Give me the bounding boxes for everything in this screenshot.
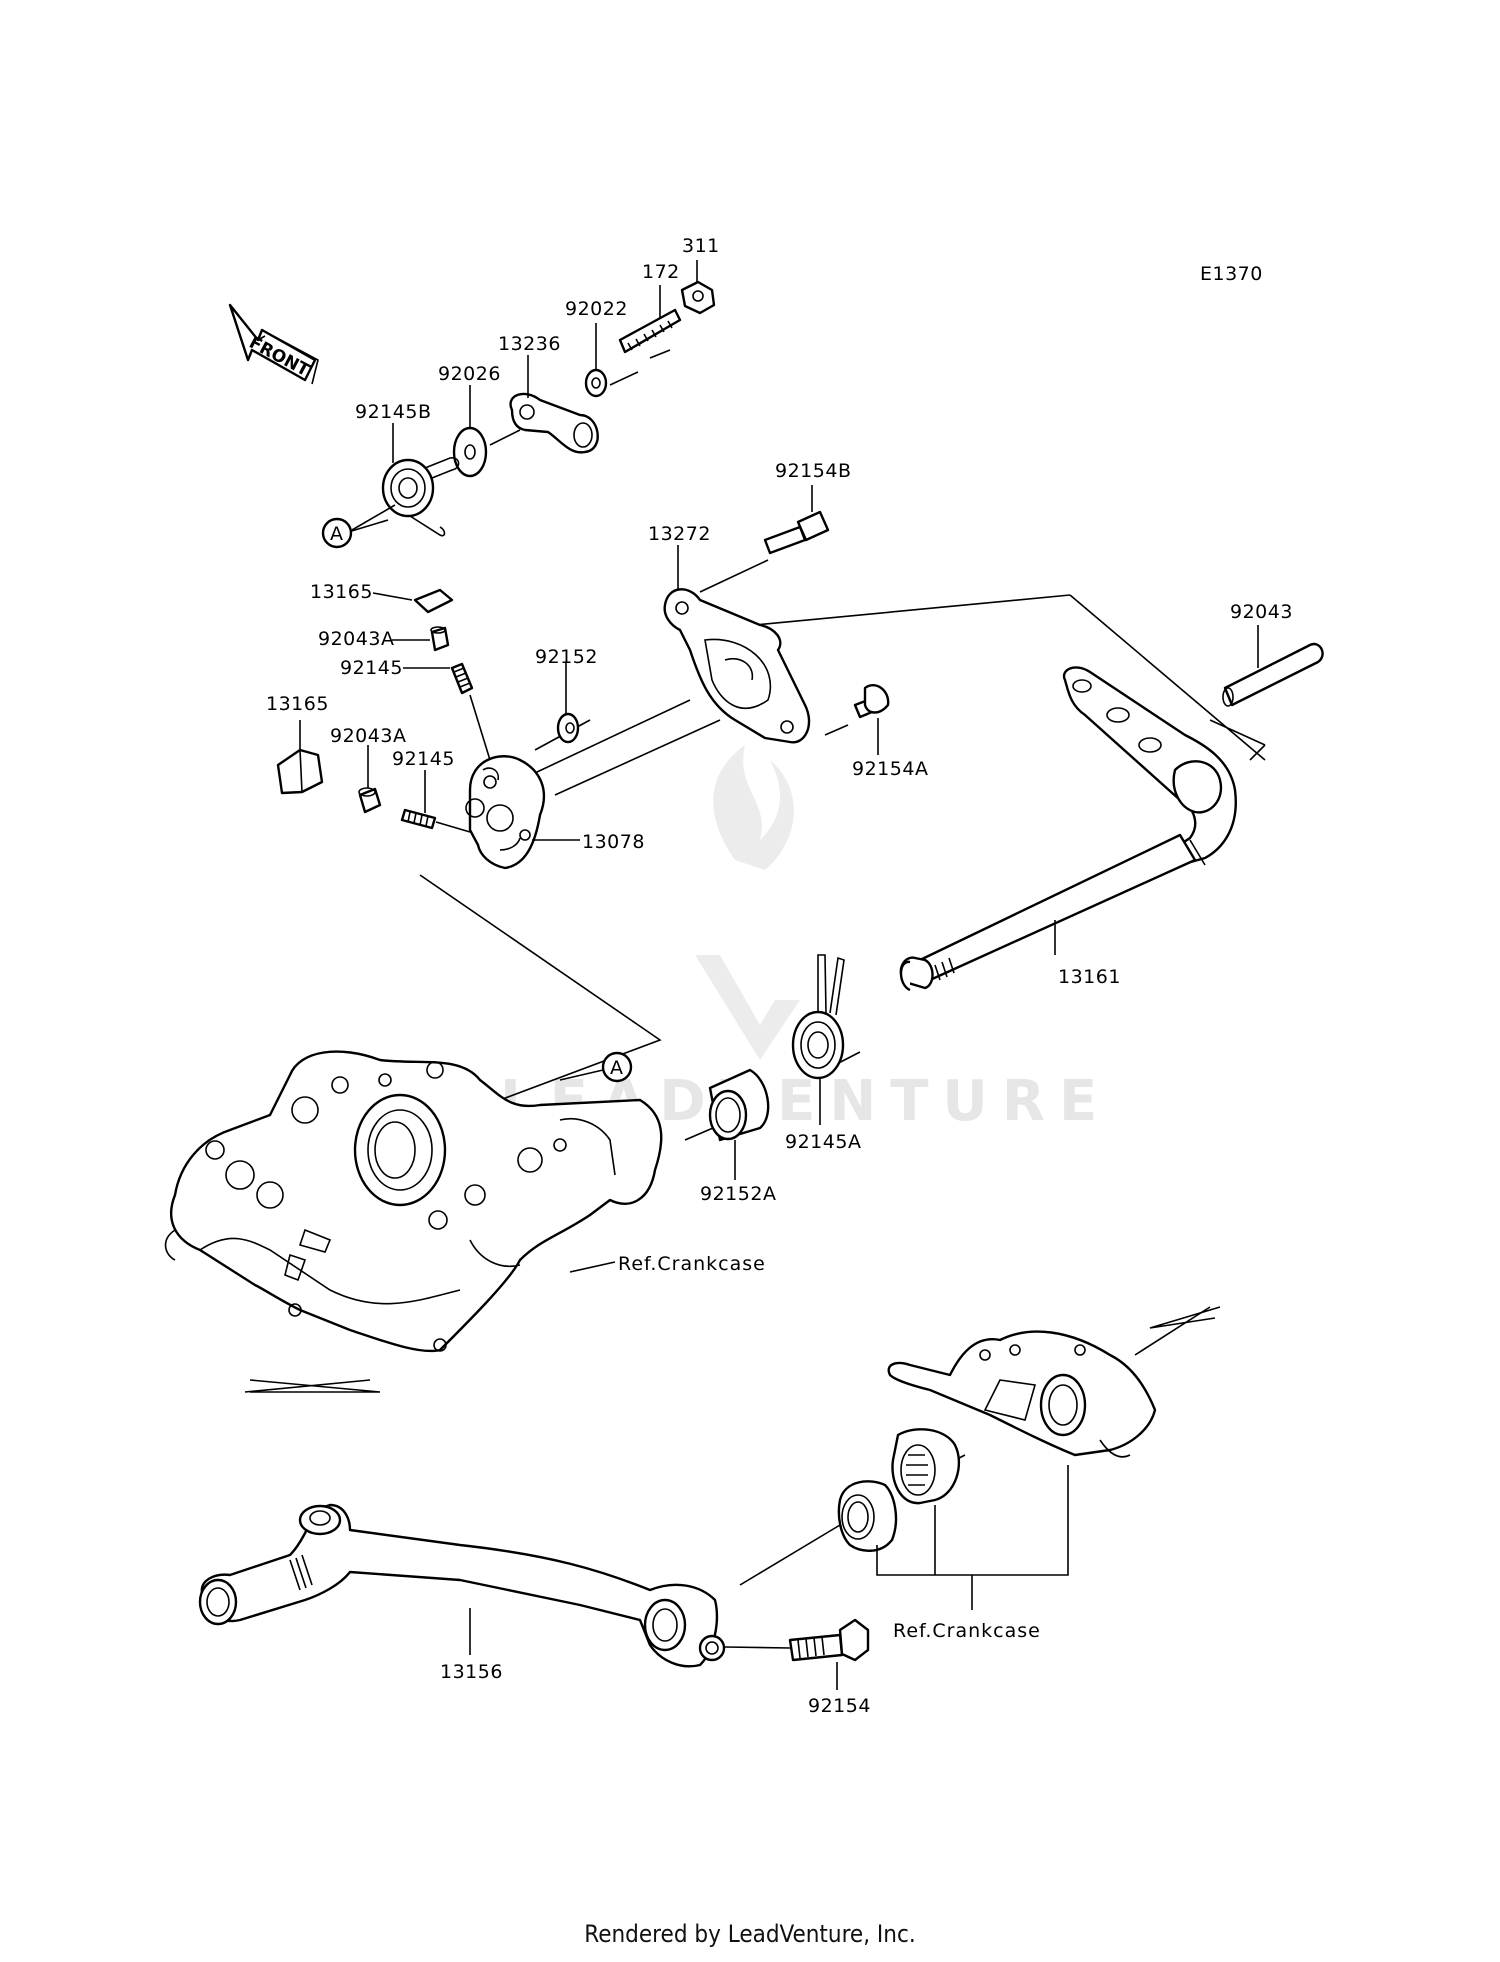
spring-92145-top: 92145 bbox=[340, 657, 491, 761]
bolt-92154A: 92154A bbox=[852, 683, 928, 780]
label-92154B: 92154B bbox=[775, 460, 851, 482]
label-13236: 13236 bbox=[498, 333, 561, 355]
oil-seal bbox=[837, 1480, 898, 1552]
ref-crankcase-right: Ref.Crankcase bbox=[893, 1620, 1041, 1642]
label-13165-top: 13165 bbox=[310, 581, 373, 603]
label-92145-left: 92145 bbox=[392, 748, 455, 770]
ref-crankcase-left: Ref.Crankcase bbox=[618, 1253, 766, 1275]
footer-credit: Rendered by LeadVenture, Inc. bbox=[584, 1920, 916, 1948]
washer-92026: 92026 bbox=[438, 363, 501, 478]
label-92043: 92043 bbox=[1230, 601, 1293, 623]
pin-92043A-top: 92043A bbox=[318, 626, 450, 652]
washer-92022: 92022 bbox=[565, 298, 628, 398]
cam-13078: 13078 bbox=[465, 755, 645, 870]
spring-92145-left: 92145 bbox=[392, 748, 471, 833]
plate-13272: 13272 bbox=[648, 523, 811, 744]
label-92152A: 92152A bbox=[700, 1183, 776, 1205]
front-arrow-icon: FRONT bbox=[228, 303, 319, 385]
label-92022: 92022 bbox=[565, 298, 628, 320]
label-92145A: 92145A bbox=[785, 1131, 861, 1153]
shift-lever-13156: 13156 bbox=[198, 1503, 726, 1683]
washer-92152: 92152 bbox=[535, 646, 598, 744]
diagram-code: E1370 bbox=[1200, 263, 1263, 285]
label-13161: 13161 bbox=[1058, 966, 1121, 988]
bolt-92154: 92154 bbox=[788, 1618, 871, 1717]
label-13156: 13156 bbox=[440, 1661, 503, 1683]
marker-A-crankcase: A bbox=[559, 1051, 633, 1083]
crankcase-right bbox=[887, 1330, 1157, 1458]
label-92154: 92154 bbox=[808, 1695, 871, 1717]
spring-92145B: 92145B bbox=[351, 401, 460, 537]
ref-crankcase-bracket: Ref.Crankcase bbox=[876, 1465, 1069, 1642]
shift-shaft-13161: 13161 bbox=[899, 666, 1237, 992]
needle-bearing bbox=[891, 1428, 961, 1505]
nut-311: 311 bbox=[680, 235, 720, 315]
label-13165-left: 13165 bbox=[266, 693, 329, 715]
label-92145-top: 92145 bbox=[340, 657, 403, 679]
svg-text:A: A bbox=[610, 1057, 624, 1079]
pawl-13165-left: 13165 bbox=[266, 693, 329, 795]
label-92043A-left: 92043A bbox=[330, 725, 406, 747]
label-13078: 13078 bbox=[582, 831, 645, 853]
label-92145B: 92145B bbox=[355, 401, 431, 423]
spring-92145A: 92145A bbox=[785, 954, 861, 1153]
label-311: 311 bbox=[682, 235, 720, 257]
bolt-92154B: 92154B bbox=[763, 460, 851, 555]
pawl-13165-top: 13165 bbox=[310, 581, 454, 614]
label-92026: 92026 bbox=[438, 363, 501, 385]
label-172: 172 bbox=[642, 261, 680, 283]
pin-92043: 92043 bbox=[1222, 601, 1324, 707]
bushing-92152A: 92152A bbox=[700, 1068, 776, 1205]
marker-A-top: A bbox=[321, 517, 353, 549]
crankcase-left: Ref.Crankcase bbox=[164, 1050, 766, 1353]
pin-92043A-left: 92043A bbox=[330, 725, 406, 814]
label-92043A-top: 92043A bbox=[318, 628, 394, 650]
label-92154A: 92154A bbox=[852, 758, 928, 780]
svg-text:A: A bbox=[330, 523, 344, 545]
link-13236: 13236 bbox=[498, 333, 599, 454]
bolt-172: 172 bbox=[618, 261, 682, 354]
label-92152: 92152 bbox=[535, 646, 598, 668]
label-13272: 13272 bbox=[648, 523, 711, 545]
